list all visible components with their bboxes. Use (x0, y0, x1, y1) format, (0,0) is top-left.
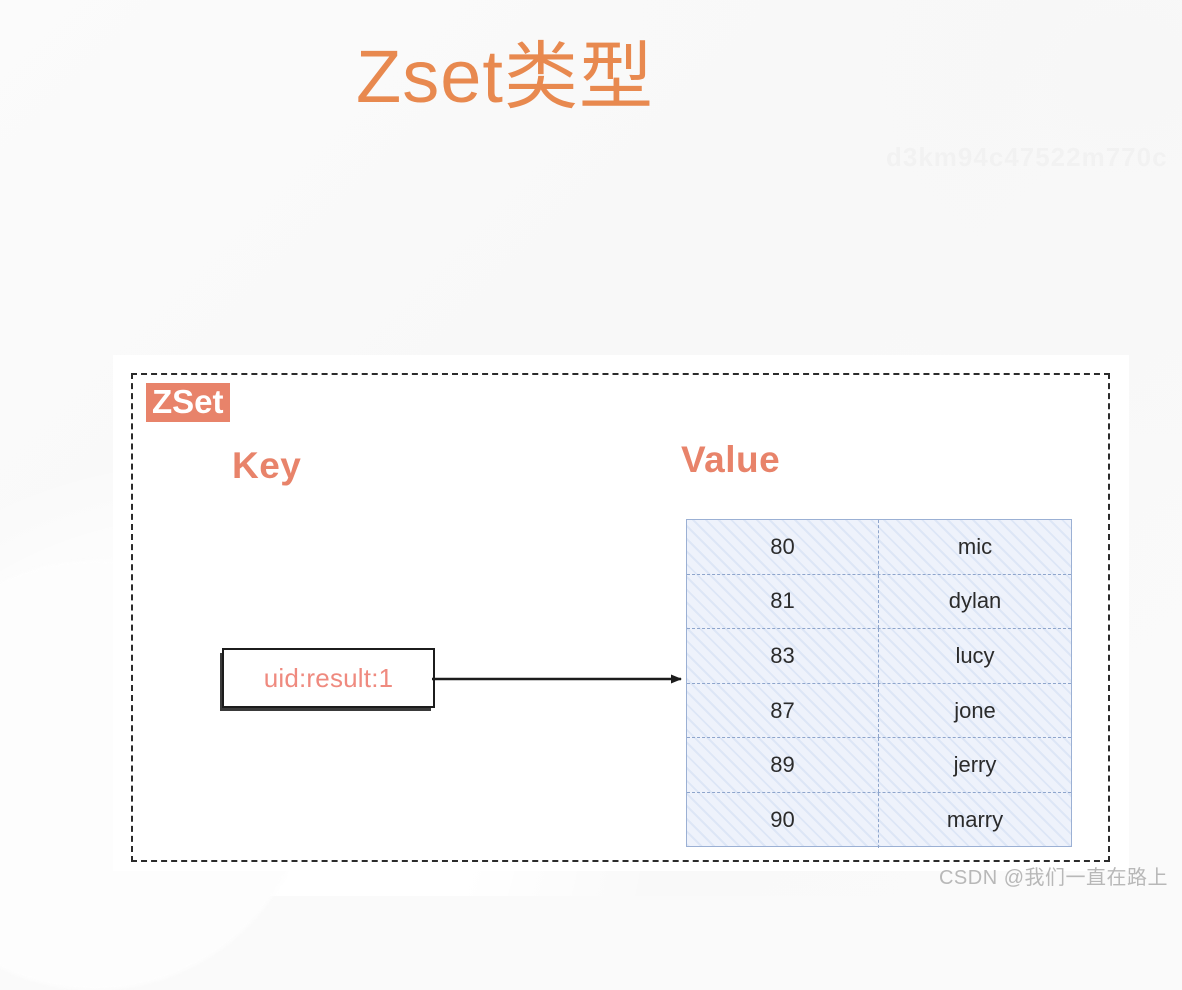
table-cell-member: marry (946, 807, 1004, 833)
table-row: 89 jerry (687, 738, 1071, 793)
diagram-dashed-frame (131, 373, 1110, 862)
key-box: uid:result:1 (222, 648, 435, 708)
table-cell-score: 89 (687, 738, 879, 792)
table-row: 87 jone (687, 683, 1071, 739)
table-cell-member: jerry (953, 752, 997, 778)
table-cell-member: jone (954, 697, 996, 723)
table-cell-member: mic (957, 533, 993, 559)
table-cell-score: 83 (687, 629, 879, 683)
value-column-heading: Value (681, 439, 781, 480)
value-table: 80 mic 81 dylan 83 lucy 87 jone 89 jerry… (686, 519, 1072, 848)
table-cell-score: 81 (687, 574, 879, 629)
ghost-watermark-top-right: d3km94c47522m770c (886, 142, 1168, 173)
table-cell-member: lucy (955, 642, 995, 668)
table-cell-score: 90 (687, 792, 879, 848)
table-row: 83 lucy (687, 629, 1071, 684)
key-to-value-arrow (432, 674, 682, 684)
key-column-heading: Key (232, 445, 302, 486)
table-row: 80 mic (687, 520, 1071, 575)
csdn-watermark: CSDN @我们一直在路上 (938, 867, 1168, 889)
page-title: Zset类型 (356, 35, 654, 118)
table-row: 81 dylan (687, 574, 1071, 630)
key-box-label: uid:result:1 (263, 663, 394, 693)
table-row: 90 marry (687, 792, 1071, 848)
zset-type-tag: ZSet (146, 383, 230, 422)
table-cell-score: 87 (687, 683, 879, 738)
table-cell-member: dylan (948, 588, 1002, 614)
table-cell-score: 80 (687, 520, 879, 574)
